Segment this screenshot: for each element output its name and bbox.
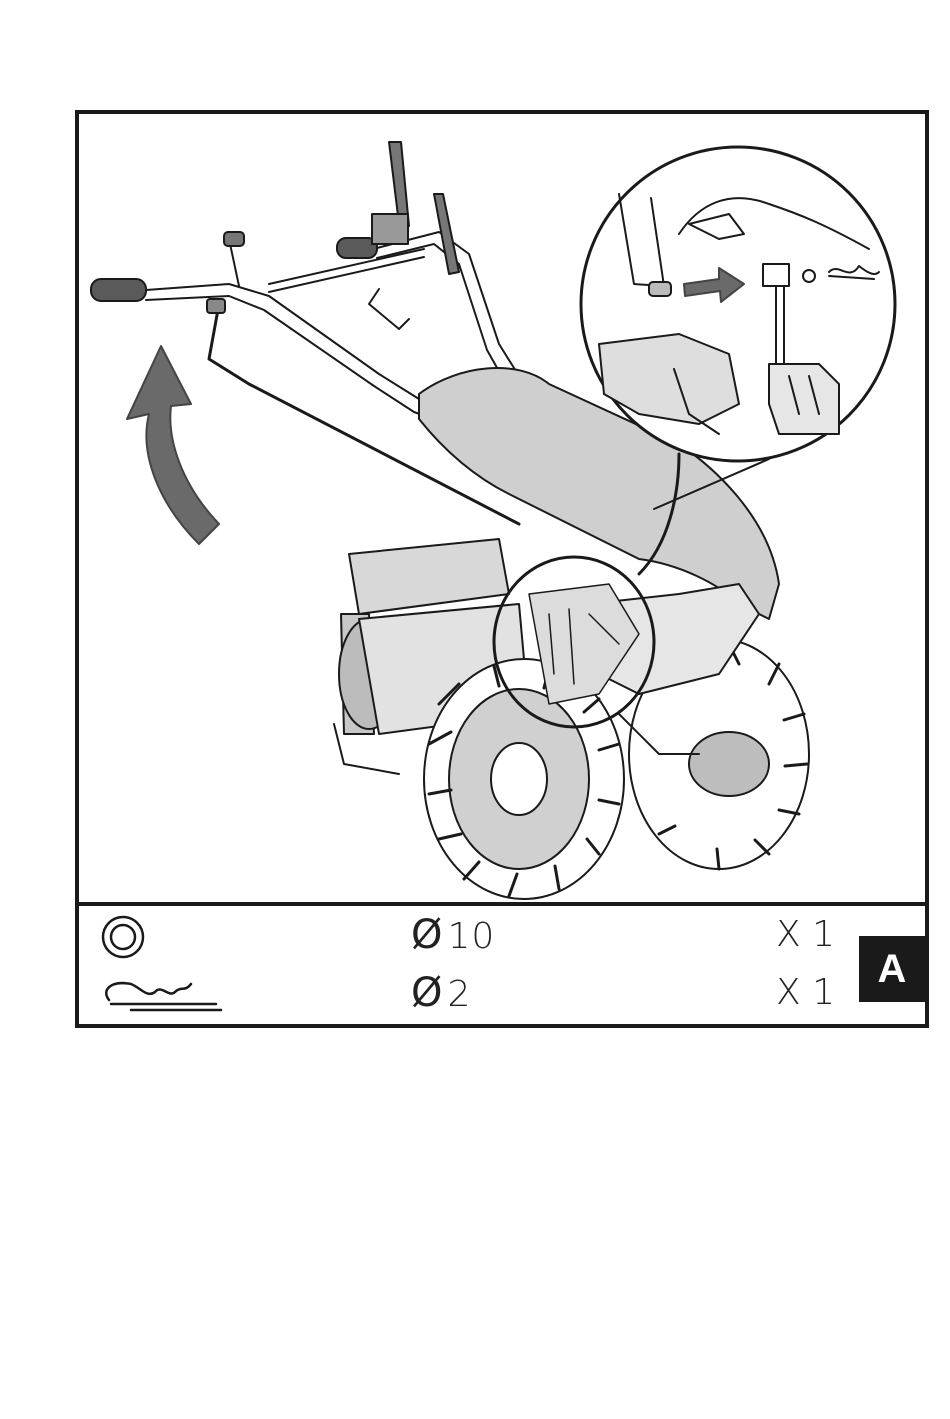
lift-arrow-icon bbox=[127, 346, 219, 544]
cotter-pin-icon bbox=[101, 970, 231, 1020]
washer-icon bbox=[101, 912, 231, 962]
tiller-assembly-illustration bbox=[79, 114, 925, 906]
part-quantity: X 1 bbox=[776, 972, 835, 1013]
figure-label-badge: A bbox=[859, 936, 925, 1002]
part-quantity: X 1 bbox=[776, 914, 835, 955]
